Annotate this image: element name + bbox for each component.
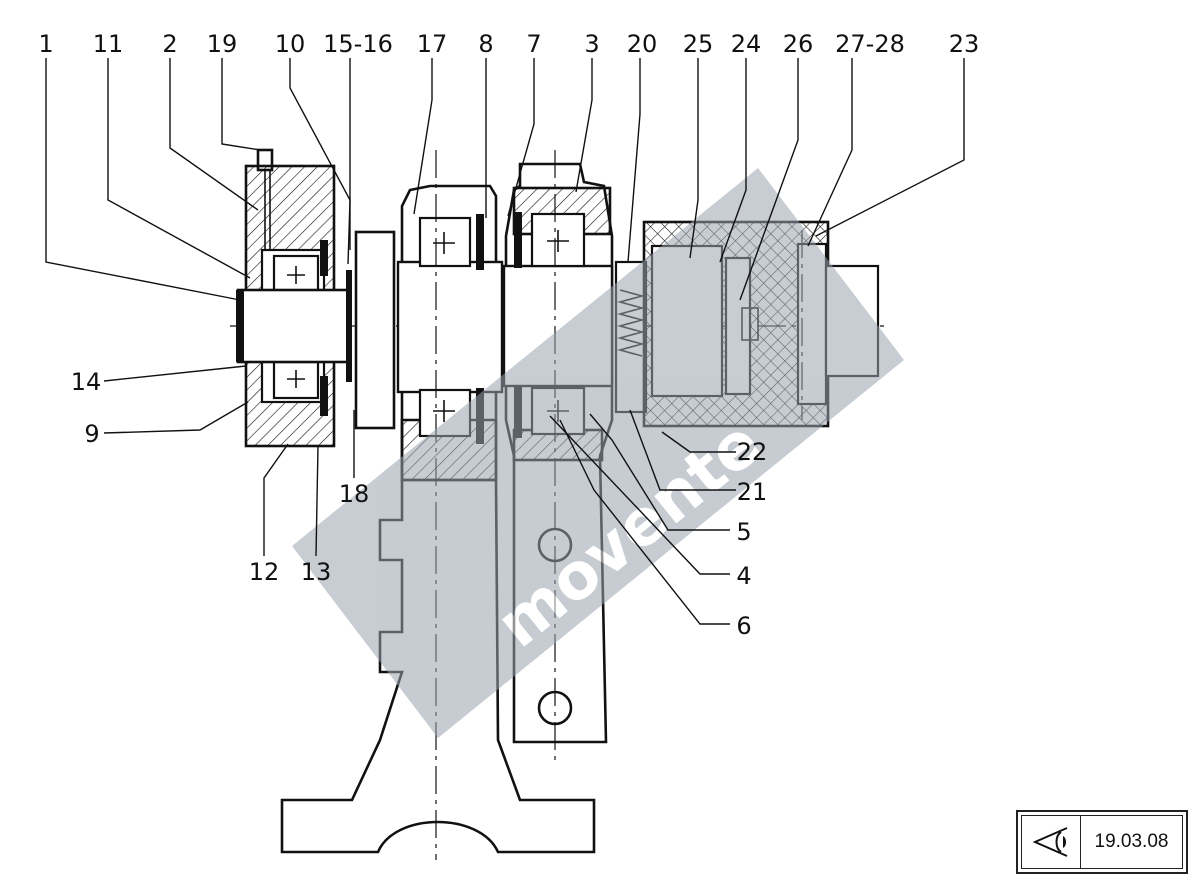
callout-10: 10 — [275, 30, 306, 58]
callout-8: 8 — [478, 30, 493, 58]
callout-6: 6 — [736, 612, 751, 640]
callout-7: 7 — [526, 30, 541, 58]
callout-1: 1 — [38, 30, 53, 58]
callout-17: 17 — [417, 30, 448, 58]
callout-22: 22 — [737, 438, 768, 466]
callout-2: 2 — [162, 30, 177, 58]
view-date-inner: 19.03.08 — [1021, 815, 1183, 869]
callout-4: 4 — [736, 562, 751, 590]
callout-labels: 1 11 2 19 10 15-16 17 8 7 3 20 25 24 26 … — [38, 30, 979, 640]
callout-18: 18 — [339, 480, 370, 508]
leader-lines — [45, 58, 965, 625]
view-date-box: 19.03.08 — [1016, 810, 1188, 874]
callout-26: 26 — [783, 30, 814, 58]
eye-view-icon — [1022, 816, 1081, 868]
callout-14: 14 — [71, 368, 102, 396]
watermark-band — [292, 168, 904, 738]
date-label: 19.03.08 — [1094, 831, 1169, 852]
callout-27-28: 27-28 — [835, 30, 905, 58]
callout-9: 9 — [84, 420, 99, 448]
callout-23: 23 — [949, 30, 980, 58]
callout-12: 12 — [249, 558, 280, 586]
callout-15-16: 15-16 — [323, 30, 393, 58]
callout-3: 3 — [584, 30, 599, 58]
callout-5: 5 — [736, 518, 751, 546]
center-hub — [396, 260, 504, 394]
flange — [354, 230, 396, 430]
callout-13: 13 — [301, 558, 332, 586]
callout-21: 21 — [737, 478, 768, 506]
callout-25: 25 — [683, 30, 714, 58]
callout-24: 24 — [731, 30, 762, 58]
shaft-end — [236, 288, 350, 364]
callout-11: 11 — [93, 30, 124, 58]
callout-20: 20 — [627, 30, 658, 58]
callout-19: 19 — [207, 30, 238, 58]
